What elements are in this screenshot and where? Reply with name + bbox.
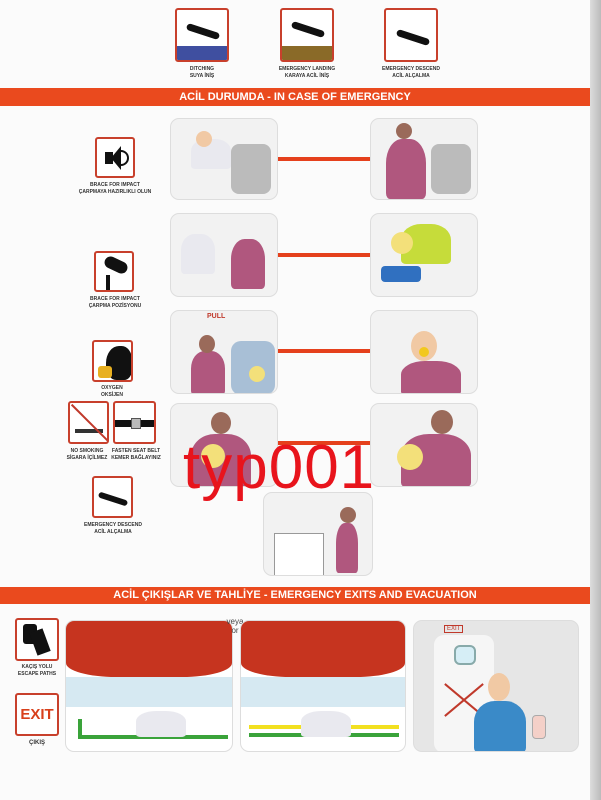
connector-line (278, 441, 370, 445)
exit-sign-icon: EXIT (15, 693, 59, 736)
emergency-descend-top-icon (384, 8, 438, 62)
escape-path-icon (15, 618, 59, 661)
seat-belt-icon (113, 401, 156, 444)
brace-child-illustration (370, 213, 478, 297)
brace-pregnant-illustration (370, 118, 478, 200)
ditching-icon (175, 8, 229, 62)
evacuation-smoke-illustration-1 (65, 620, 233, 752)
exits-banner: ACİL ÇIKIŞLAR VE TAHLİYE - EMERGENCY EXI… (0, 587, 590, 604)
watermark: typ001 (183, 433, 376, 502)
connector-line (278, 253, 370, 257)
connector-line (278, 349, 370, 353)
brace-position-icon (94, 251, 134, 292)
page-edge (590, 0, 601, 800)
pull-label: PULL (207, 313, 226, 320)
oxygen-help-child-illustration (170, 403, 278, 487)
exit-sign-text: EXIT (20, 706, 54, 723)
evacuation-smoke-illustration-2 (240, 620, 406, 752)
oxygen-mask-icon (92, 340, 133, 382)
connector-line (278, 157, 370, 161)
lavatory-oxygen-illustration (263, 492, 373, 576)
emergency-landing-icon (280, 8, 334, 62)
door-exit-sign: EXIT (444, 625, 464, 633)
emergency-banner: ACİL DURUMDA - IN CASE OF EMERGENCY (0, 88, 590, 106)
speaker-icon (95, 137, 135, 178)
oxygen-mask-on-illustration (370, 310, 478, 394)
brace-seat-illustration (170, 213, 278, 297)
emergency-descend-icon (92, 476, 133, 518)
oxygen-pull-illustration: PULL (170, 310, 278, 394)
no-smoking-icon (68, 401, 109, 444)
blocked-exit-illustration: EXIT (413, 620, 579, 752)
brace-adult-illustration (170, 118, 278, 200)
exit-label: ÇIKIŞ (28, 740, 45, 746)
oxygen-infant-illustration (370, 403, 478, 487)
